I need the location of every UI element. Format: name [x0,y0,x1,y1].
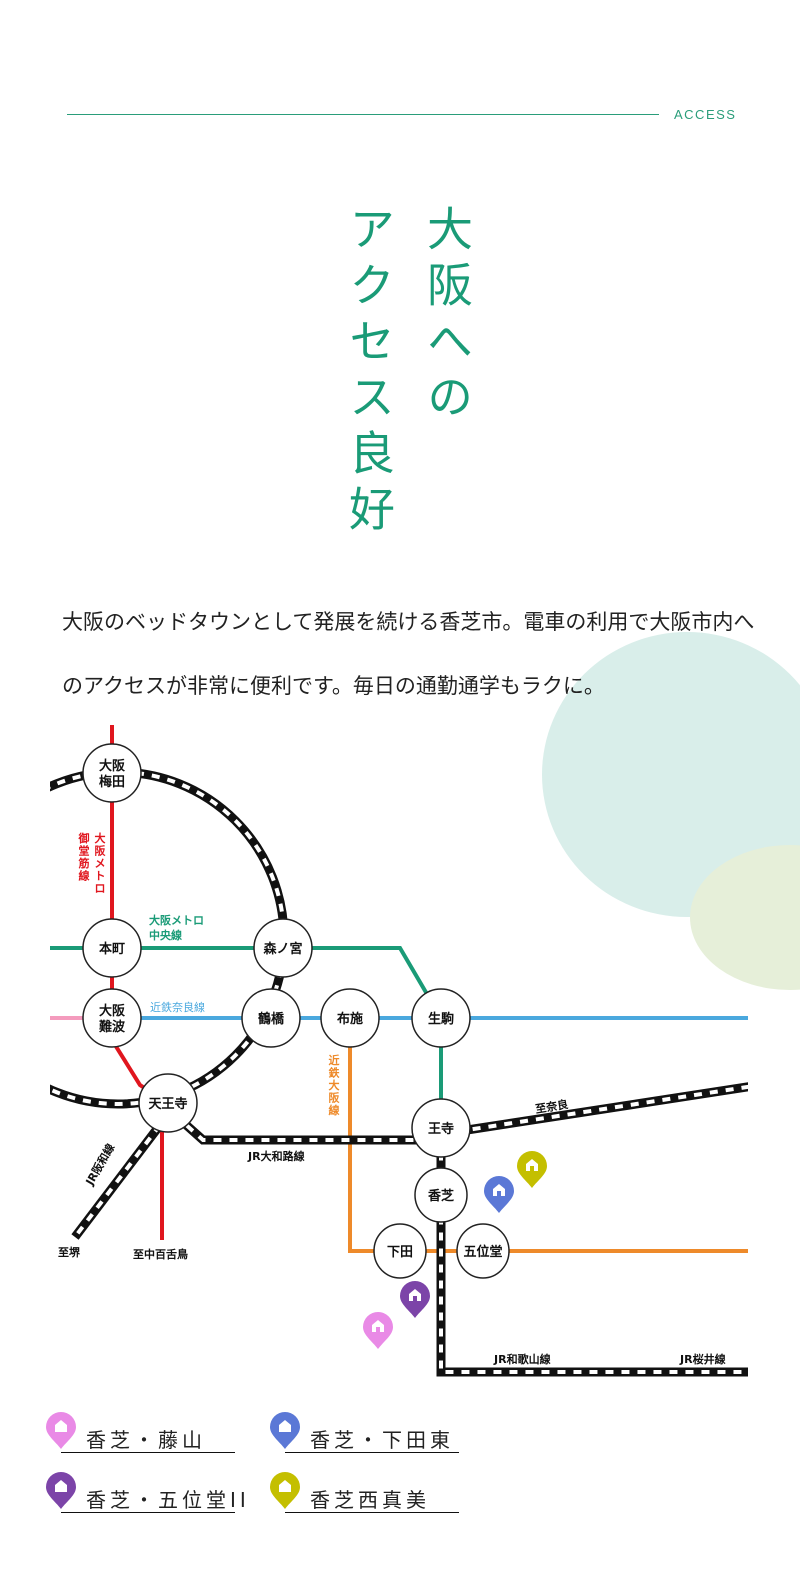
station-namba-1: 大阪 [99,1003,126,1019]
station-tennoji: 天王寺 [148,1096,187,1112]
legend-underline [285,1512,459,1513]
header-divider [67,114,659,115]
pin-icon [270,1472,300,1509]
label-yamatoji: JR大和路線 [247,1149,305,1163]
page-title: 大阪へのアクセス良好 [330,205,486,541]
section-label: ACCESS [674,107,737,122]
title-line-2: アクセス良好 [342,205,396,541]
station-fuse: 布施 [337,1011,363,1027]
station-shimoda: 下田 [387,1245,413,1260]
station-circles [82,743,510,1279]
station-tsuruhashi: 鶴橋 [258,1011,285,1027]
dest-nara: 至奈良 [534,1097,569,1116]
station-ouji: 王寺 [428,1121,454,1137]
label-kintetsu-osaka: 近鉄大阪線 [329,1053,341,1117]
pin-icon [270,1412,300,1449]
label-sakurai: JR桜井線 [679,1352,726,1366]
pin-icon [46,1472,76,1509]
station-morinomiya: 森ノ宮 [263,941,302,957]
line-kintetsu-osaka [348,1018,748,1253]
dest-sakai: 至堺 [58,1245,81,1259]
legend-underline [61,1452,235,1453]
label-kintetsu-nara: 近鉄奈良線 [150,1000,205,1014]
dest-nakamozu: 至中百舌鳥 [133,1247,188,1261]
title-line-1: 大阪への [420,205,474,429]
station-umeda-1: 大阪 [99,758,126,774]
label-chuo-a: 大阪メトロ [149,913,204,927]
station-honmachi: 本町 [99,941,125,957]
station-kashiba: 香芝 [427,1188,454,1204]
station-umeda-2: 梅田 [99,774,125,790]
label-midosuji-b: 御堂筋線 [78,831,90,883]
pin-fujiyama [363,1312,393,1349]
legend-label: 香芝・五位堂II [86,1488,250,1512]
pin-icon [46,1412,76,1449]
legend-label: 香芝・藤山 [86,1428,206,1452]
station-namba-2: 難波 [99,1019,126,1035]
pin-shimodahigashi [484,1176,514,1213]
pin-goido2 [400,1281,430,1318]
legend-underline [61,1512,235,1513]
legend-underline [285,1452,459,1453]
line-midosuji [110,725,171,1240]
label-midosuji-a: 大阪メトロ [95,831,107,895]
legend-label: 香芝・下田東 [310,1428,454,1452]
lead-text: 大阪のベッドタウンとして発展を続ける香芝市。電車の利用で大阪市内へのアクセスが非… [62,610,755,698]
line-chuo [50,946,443,1128]
property-pins [363,1151,547,1349]
legend-label: 香芝西真美 [310,1488,430,1512]
station-goido: 五位堂 [463,1244,502,1260]
pin-nishimami [517,1151,547,1188]
label-wakayama: JR和歌山線 [493,1352,551,1366]
station-ikoma: 生駒 [428,1011,454,1027]
label-chuo-b: 中央線 [149,928,182,942]
